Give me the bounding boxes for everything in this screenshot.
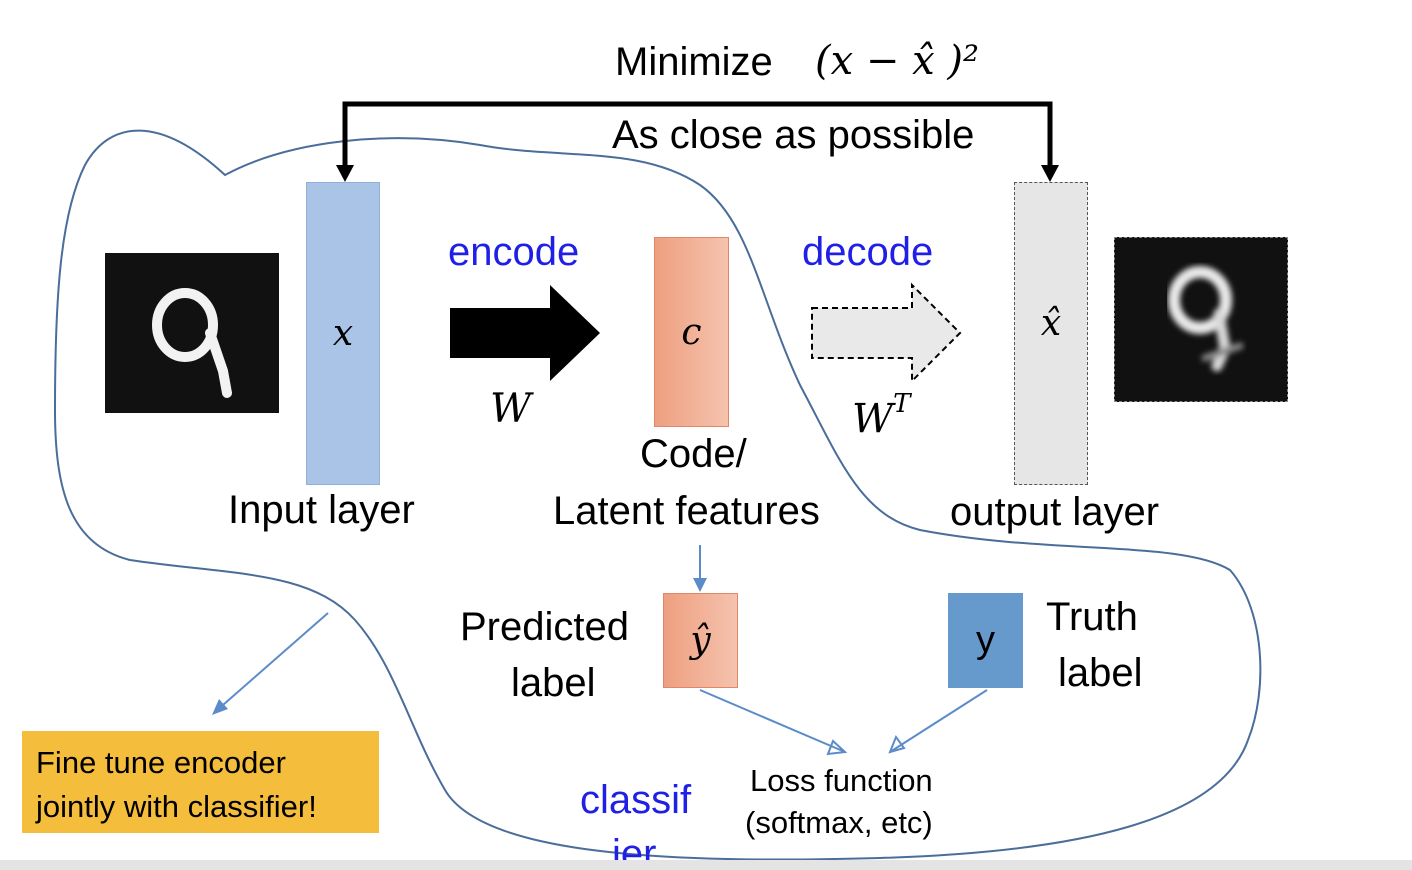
fine-tune-note-line1: Fine tune encoder [36, 745, 286, 780]
encode-arrow [450, 285, 600, 381]
predicted-label-box: ŷ [663, 593, 738, 688]
code-layer-box: c [654, 237, 729, 427]
encode-label: encode [448, 230, 580, 274]
classifier-label-line1: classif [580, 778, 692, 822]
truth-to-loss-arrow [889, 689, 988, 753]
truth-symbol: y [976, 619, 995, 661]
decode-arrow [811, 282, 962, 384]
decode-weight-superscript: T [893, 389, 911, 419]
input-arrowhead [336, 165, 354, 182]
predicted-label-line1: Predicted [460, 605, 629, 649]
output-arrowhead [1041, 165, 1059, 182]
encode-weight: W [490, 386, 532, 432]
input-layer-symbol: x [332, 313, 354, 354]
decode-weight-base: W [852, 396, 894, 443]
handwritten-digit-9-image [105, 253, 279, 413]
classifier-outline [53, 129, 1262, 861]
truth-label-box: y [948, 593, 1023, 688]
objective-subtitle: As close as possible [612, 113, 975, 157]
predicted-label-line2: label [511, 661, 596, 705]
decode-label: decode [802, 230, 934, 274]
reconstructed-digit-9-image [1114, 237, 1288, 402]
fine-tune-note: Fine tune encoder jointly with classifie… [22, 731, 379, 833]
decode-weight: WT [852, 389, 910, 443]
loss-function-line2: (softmax, etc) [745, 805, 933, 840]
fine-tune-arrow [214, 612, 329, 713]
truth-label-line2: label [1058, 651, 1143, 695]
truth-label-line1: Truth [1046, 595, 1138, 639]
input-layer-caption: Input layer [228, 488, 415, 532]
fine-tune-note-line2: jointly with classifier! [36, 789, 317, 824]
loss-function-line1: Loss function [750, 763, 933, 798]
code-caption-line2: Latent features [553, 489, 820, 533]
predicted-symbol: ŷ [690, 620, 711, 661]
output-layer-symbol: x̂ [1040, 303, 1062, 344]
minimize-label: Minimize [615, 40, 773, 84]
code-caption-line1: Code/ [640, 432, 747, 476]
predicted-to-loss-arrow [699, 689, 846, 753]
reconstruction-loss-formula: (x − x̂ )² [815, 38, 980, 84]
output-layer-caption: output layer [950, 490, 1160, 534]
output-layer-box: x̂ [1014, 182, 1088, 485]
input-layer-box: x [306, 182, 380, 485]
window-bottom-edge [0, 860, 1412, 870]
reconstruction-connector [342, 101, 1053, 172]
code-symbol: c [681, 311, 702, 353]
